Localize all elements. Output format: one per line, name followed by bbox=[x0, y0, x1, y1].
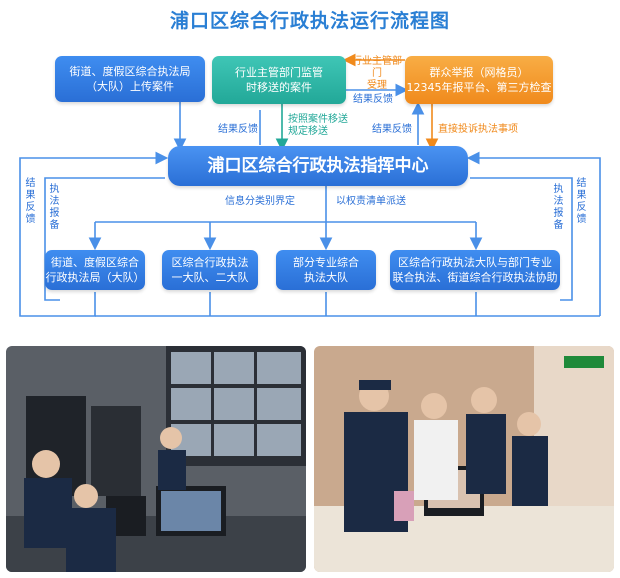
street-upload-box: 街道、度假区综合执法局 （大队）上传案件 bbox=[55, 56, 205, 102]
public-report-line1: 群众举报（网格员） bbox=[429, 66, 529, 79]
transfer-rule-label: 按照案件移送 规定移送 bbox=[288, 114, 348, 138]
professional-brigade-box: 部分专业综合 执法大队 bbox=[276, 250, 376, 290]
industry-dept-line1: 行业主管部门监管 bbox=[235, 66, 323, 79]
public-report-box: 群众举报（网格员） 12345年报平台、第三方检查 bbox=[405, 56, 553, 104]
street-law-line2: 行政执法局（大队） bbox=[45, 271, 145, 284]
street-upload-line2: （大队）上传案件 bbox=[86, 80, 174, 93]
industry-dept-line2: 时移送的案件 bbox=[246, 81, 312, 94]
result-feedback-right-label: 结果反馈 bbox=[372, 124, 412, 135]
inspection-photo bbox=[314, 346, 614, 572]
transfer-rule-line1: 按照案件移送 bbox=[288, 114, 348, 125]
side-left-outer-label: 结果反馈 bbox=[25, 178, 36, 226]
side-right-outer-label: 结果反馈 bbox=[576, 178, 587, 226]
dispatch-label: 以权责清单派送 bbox=[336, 196, 406, 207]
classify-label: 信息分类别界定 bbox=[225, 196, 295, 207]
district-brigade-box: 区综合行政执法 一大队、二大队 bbox=[162, 250, 258, 290]
district-brigade-line2: 一大队、二大队 bbox=[171, 271, 249, 284]
district-brigade-line1: 区综合行政执法 bbox=[171, 256, 249, 269]
street-law-line1: 街道、度假区综合 bbox=[51, 256, 139, 269]
page-title: 浦口区综合行政执法运行流程图 bbox=[169, 10, 450, 32]
joint-enforcement-box: 区综合行政执法大队与部门专业 联合执法、街道综合行政执法协助 bbox=[390, 250, 560, 290]
transfer-rule-line2: 规定移送 bbox=[288, 126, 328, 137]
monitoring-room-photo bbox=[6, 346, 306, 572]
industry-accept-line1: 行业主管部门 bbox=[352, 56, 402, 79]
professional-brigade-line1: 部分专业综合 bbox=[293, 256, 359, 269]
flow-connectors bbox=[19, 53, 601, 317]
professional-brigade-line2: 执法大队 bbox=[304, 271, 348, 284]
joint-enforcement-line2: 联合执法、街道综合行政执法协助 bbox=[392, 271, 558, 284]
command-center-box: 浦口区综合行政执法指挥中心 bbox=[168, 146, 468, 186]
side-right-inner-label: 执法报备 bbox=[553, 184, 564, 232]
direct-complaint-label: 直接投诉执法事项 bbox=[438, 124, 518, 135]
result-feedback-top-label: 结果反馈 bbox=[353, 94, 393, 105]
side-left-inner-label: 执法报备 bbox=[49, 184, 60, 232]
joint-enforcement-line1: 区综合行政执法大队与部门专业 bbox=[398, 256, 552, 269]
street-law-box: 街道、度假区综合 行政执法局（大队） bbox=[45, 250, 145, 290]
industry-accept-line2: 受理 bbox=[367, 80, 387, 91]
public-report-line2: 12345年报平台、第三方检查 bbox=[406, 81, 552, 94]
industry-accept-label: 行业主管部门 受理 bbox=[348, 56, 406, 92]
street-upload-line1: 街道、度假区综合执法局 bbox=[69, 65, 191, 78]
result-feedback-left-label: 结果反馈 bbox=[218, 124, 258, 135]
industry-dept-box: 行业主管部门监管 时移送的案件 bbox=[212, 56, 346, 104]
command-center-label: 浦口区综合行政执法指挥中心 bbox=[207, 155, 429, 176]
